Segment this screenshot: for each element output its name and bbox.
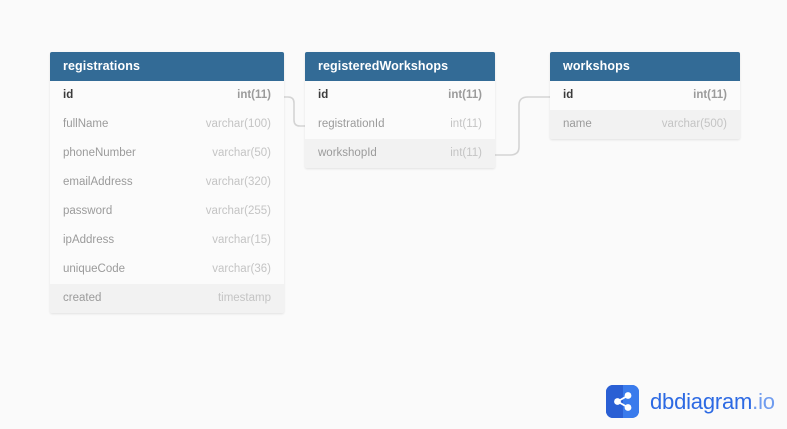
- field-type: varchar(320): [205, 176, 271, 188]
- table-header-registeredWorkshops[interactable]: registeredWorkshops: [305, 52, 495, 81]
- field-row-created[interactable]: created timestamp: [50, 284, 284, 313]
- field-row-fullName[interactable]: fullName varchar(100): [50, 110, 284, 139]
- dbdiagram-logo-text: dbdiagram.io: [650, 389, 775, 415]
- field-row-password[interactable]: password varchar(255): [50, 197, 284, 226]
- field-name: password: [63, 205, 113, 217]
- table-registrations[interactable]: registrations id int(11) fullName varcha…: [50, 52, 284, 313]
- field-name: uniqueCode: [63, 263, 126, 275]
- field-type: int(11): [450, 118, 482, 130]
- dbdiagram-logo[interactable]: dbdiagram.io: [606, 385, 775, 418]
- field-type: int(11): [237, 89, 271, 101]
- field-name: id: [63, 89, 74, 101]
- field-name: id: [563, 89, 574, 101]
- table-body-workshops: id int(11) name varchar(500): [550, 81, 740, 139]
- table-body-registeredWorkshops: id int(11) registrationId int(11) worksh…: [305, 81, 495, 168]
- field-name: registrationId: [318, 118, 385, 130]
- field-type: varchar(100): [205, 118, 271, 130]
- field-row-workshopId[interactable]: workshopId int(11): [305, 139, 495, 168]
- field-row-phoneNumber[interactable]: phoneNumber varchar(50): [50, 139, 284, 168]
- field-type: int(11): [450, 147, 482, 159]
- field-row-id[interactable]: id int(11): [550, 81, 740, 110]
- field-type: int(11): [693, 89, 727, 101]
- field-type: varchar(15): [212, 234, 271, 246]
- relationship-registrations-registeredWorkshops: [283, 96, 306, 127]
- field-type: varchar(500): [661, 118, 727, 130]
- field-row-ipAddress[interactable]: ipAddress varchar(15): [50, 226, 284, 255]
- field-name: name: [563, 118, 592, 130]
- field-type: varchar(36): [212, 263, 271, 275]
- logo-tld: .io: [752, 388, 775, 414]
- field-row-registrationId[interactable]: registrationId int(11): [305, 110, 495, 139]
- field-row-id[interactable]: id int(11): [305, 81, 495, 110]
- field-type: timestamp: [217, 292, 271, 304]
- field-row-emailAddress[interactable]: emailAddress varchar(320): [50, 168, 284, 197]
- table-registeredWorkshops[interactable]: registeredWorkshops id int(11) registrat…: [305, 52, 495, 168]
- field-row-name[interactable]: name varchar(500): [550, 110, 740, 139]
- field-name: ipAddress: [63, 234, 115, 246]
- table-header-registrations[interactable]: registrations: [50, 52, 284, 81]
- dbdiagram-logo-mark: [606, 385, 639, 418]
- field-row-uniqueCode[interactable]: uniqueCode varchar(36): [50, 255, 284, 284]
- relationship-registeredWorkshops-workshops: [494, 96, 551, 156]
- field-name: created: [63, 292, 102, 304]
- field-row-id[interactable]: id int(11): [50, 81, 284, 110]
- table-header-workshops[interactable]: workshops: [550, 52, 740, 81]
- field-name: fullName: [63, 118, 109, 130]
- table-body-registrations: id int(11) fullName varchar(100) phoneNu…: [50, 81, 284, 313]
- field-name: workshopId: [318, 147, 377, 159]
- logo-name: dbdiagram: [650, 388, 753, 414]
- field-type: int(11): [448, 89, 482, 101]
- share-nodes-icon: [614, 392, 632, 411]
- field-type: varchar(255): [205, 205, 271, 217]
- field-name: emailAddress: [63, 176, 133, 188]
- field-name: phoneNumber: [63, 147, 136, 159]
- field-name: id: [318, 89, 329, 101]
- table-workshops[interactable]: workshops id int(11) name varchar(500): [550, 52, 740, 139]
- field-type: varchar(50): [212, 147, 271, 159]
